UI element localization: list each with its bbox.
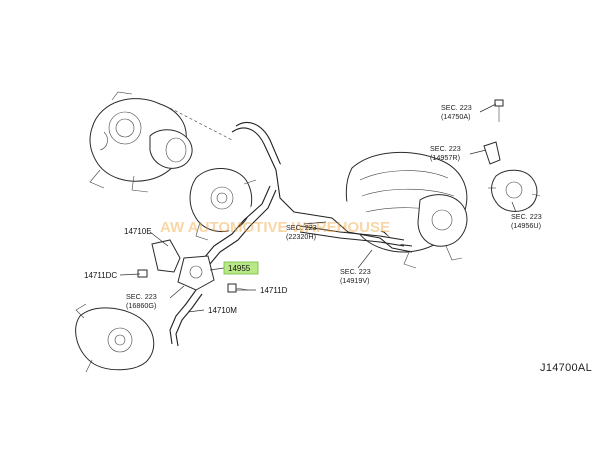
- clamp-14711dc-icon: [137, 269, 148, 278]
- watermark: AW AUTOMOTIVE WAREHOUSE: [160, 219, 390, 236]
- label-sec-14919v-line1: SEC. 223: [340, 267, 371, 276]
- valve-14955-illustration: [177, 255, 215, 291]
- label-sec-16860g-line1: SEC. 223: [126, 292, 157, 301]
- label-sec-14750a-line1: SEC. 223: [441, 103, 472, 112]
- label-sec-14956u-line2: (14956U): [511, 221, 541, 230]
- label-sec-16860g-line2: (16860G): [126, 301, 156, 310]
- label-part-14955: 14955: [228, 264, 251, 273]
- bolt-14711d-icon: [227, 283, 249, 293]
- throttle-body-illustration: [488, 169, 541, 212]
- label-sec-14919v-line2: (14919V): [340, 276, 370, 285]
- diagram-id: J14700AL: [540, 362, 592, 374]
- label-sec-14957r-line2: (14957R): [430, 153, 460, 162]
- bolt-14750a-icon: [494, 99, 504, 122]
- turbocharger-illustration: [89, 91, 193, 193]
- leader-lines: [119, 103, 517, 313]
- hose-lines: [169, 122, 413, 347]
- bracket-14710e: [151, 239, 181, 273]
- label-sec-14956u-line1: SEC. 223: [511, 212, 542, 221]
- dashed-leader-turbo: [169, 107, 233, 141]
- highlight-box-14955: [223, 261, 259, 275]
- label-sec-14750a-line2: (14750A): [441, 112, 471, 121]
- label-part-14711dc: 14711DC: [84, 271, 117, 280]
- label-part-14710e: 14710E: [124, 227, 152, 236]
- label-sec-22320h-line1: SEC. 223: [286, 223, 317, 232]
- label-part-14710m: 14710M: [208, 306, 237, 315]
- bracket-14957r: [483, 141, 501, 165]
- label-sec-22320h-line2: (22320H): [286, 232, 316, 241]
- label-part-14711d: 14711D: [260, 286, 288, 295]
- label-sec-14957r-line1: SEC. 223: [430, 144, 461, 153]
- center-housing-illustration: [189, 168, 257, 241]
- lower-left-assembly-illustration: [75, 303, 155, 373]
